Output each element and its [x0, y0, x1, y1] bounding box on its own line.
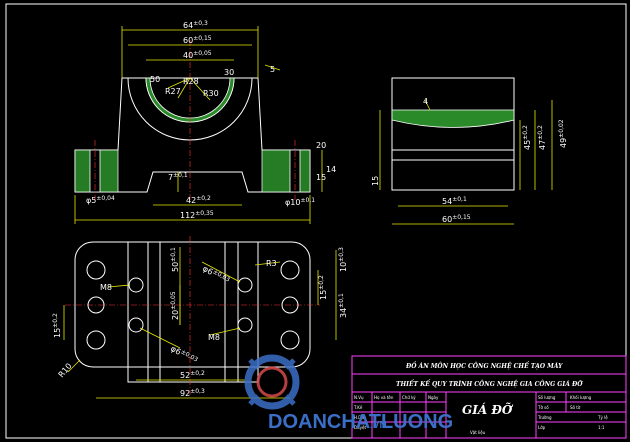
tb-ty-le-val: 1:1 [598, 425, 605, 430]
hole-ml [87, 296, 105, 314]
dim-text-52: 52±0,2 [180, 370, 205, 380]
tb-r-duyet: Duyệt [354, 425, 366, 430]
dim-text-40: 40±0,05 [183, 50, 212, 60]
dim-text-r30: R30 [203, 89, 219, 98]
tb-part-name: GIÁ ĐỠ [462, 402, 514, 417]
dim-text-47: 47±0,2 [537, 125, 547, 150]
dim-text-64: 64±0,3 [183, 20, 208, 30]
leader-phi6-bottom [139, 327, 181, 349]
dim-text-phi10: φ10±0,1 [285, 197, 315, 207]
leader-r3 [254, 261, 281, 266]
side-view: 4 15 45±0,2 47±0,2 49±0,02 54±0,1 60±0,1… [371, 77, 568, 225]
dim-text-side-15: 15 [371, 176, 380, 186]
watermark-suffix: .VN [370, 420, 387, 431]
dim-text-14: 14 [326, 165, 336, 174]
hole-m8-top [128, 277, 144, 293]
top-view: M8 M8 50±0,1 20±0,05 φ6±0,03 φ6±0,03 R3 … [52, 236, 348, 399]
sheet-border [5, 3, 627, 439]
dim-text-4: 4 [423, 97, 428, 106]
dim-text-42: 42±0,2 [186, 195, 211, 205]
dim-text-112: 112±0,35 [180, 210, 214, 220]
leader-r10 [67, 359, 81, 373]
dim-text-m8-bottom: M8 [208, 333, 220, 342]
top-view-center-block [127, 241, 259, 383]
dim-text-top-15: 15±0,2 [318, 275, 328, 300]
dim-text-15-left: 15±0,2 [52, 313, 62, 338]
front-view-right-foot-hatch [261, 149, 311, 193]
dim-text-side-60: 60±0,15 [442, 214, 471, 224]
tb-h-chu-ky: Chữ ký [402, 395, 416, 400]
watermark-text: DOANCHATLUONG [268, 411, 454, 433]
front-view-bushing-hatch [145, 77, 235, 123]
leader-m8-bottom [209, 327, 241, 336]
hole-br [280, 330, 300, 350]
tb-lop: Lớp [538, 425, 546, 430]
dim-text-phi6-bottom: φ6±0,03 [169, 343, 199, 366]
dim-text-92: 92±0,3 [180, 388, 205, 398]
hole-tl [86, 260, 106, 280]
title-block: ĐỒ ÁN MÔN HỌC CÔNG NGHỆ CHẾ TẠO MÁY THIẾ… [351, 355, 627, 439]
dim-text-r10: R10 [57, 361, 74, 379]
dim-text-phi5: φ5±0,04 [86, 195, 115, 205]
tb-ty-le: Tỷ lệ [597, 415, 608, 420]
hole-bl [86, 330, 106, 350]
dim-text-15: 15 [316, 173, 326, 182]
dim-text-20: 20±0,05 [170, 291, 180, 320]
hole-phi6-top [237, 277, 253, 293]
front-view: 64±0,3 60±0,15 40±0,05 50 30 5 R27 R28 R… [74, 20, 336, 224]
side-view-outline [391, 77, 515, 191]
title-block-frame [351, 355, 627, 439]
dim-text-a30: 30 [224, 68, 234, 77]
dim-text-a5: 5 [270, 65, 275, 74]
tb-vat-lieu: Vật liệu [470, 430, 486, 435]
tb-truong: Trường [537, 415, 552, 420]
dim-text-50: 50±0,1 [170, 247, 180, 272]
tb-line1-text: ĐỒ ÁN MÔN HỌC CÔNG NGHỆ CHẾ TẠO MÁY [405, 362, 563, 370]
dim-text-20: 20 [316, 141, 326, 150]
tb-h-ngay: Ngày [428, 395, 439, 400]
dim-text-54: 54±0,1 [442, 196, 467, 206]
leader-r30 [189, 77, 211, 101]
dim-text-45: 45±0,2 [522, 125, 532, 150]
dim-text-m8-top: M8 [100, 283, 112, 292]
dim-text-34: 34±0,1 [338, 293, 348, 318]
hole-tr [280, 260, 300, 280]
tb-so-luong: Số lượng [538, 395, 556, 400]
tb-line2-text: THIẾT KẾ QUY TRÌNH CÔNG NGHỆ GIA CÔNG GI… [396, 380, 583, 388]
dim-text-r27: R27 [165, 87, 181, 96]
dim-text-phi6-top: φ6±0,03 [201, 263, 231, 286]
tb-to-so: Tờ số [537, 405, 549, 410]
tb-r-tke: T.Kế [353, 405, 363, 410]
leader-m8-top [107, 284, 131, 288]
side-view-bushing-hatch [391, 109, 515, 128]
tb-khoi-luong: Khối lượng [570, 395, 592, 400]
leader-4 [424, 99, 431, 111]
tb-so-to: Số tờ [570, 405, 581, 410]
dim-text-r28: R28 [183, 77, 199, 86]
leader-r27 [167, 77, 191, 89]
dim-text-10: 10±0,3 [338, 247, 348, 272]
watermark-logo-icon [244, 354, 300, 410]
hole-mr [281, 296, 299, 314]
leader-r28 [177, 77, 191, 99]
tb-h-nhiem-vu: N.Vụ [354, 395, 364, 400]
leader-phi6-top [201, 261, 241, 283]
tb-r-hdan: H.Dẫn [354, 415, 367, 420]
dim-text-60: 60±0,15 [183, 35, 212, 45]
hole-m8-bottom [128, 317, 144, 333]
hole-phi6-bottom [237, 317, 253, 333]
tb-h-ho-ten: Họ và tên [374, 395, 394, 400]
dim-text-a50: 50 [150, 75, 160, 84]
dim-text-7: 7±0,1 [168, 172, 188, 182]
dim-text-49: 49±0,02 [558, 119, 568, 148]
leader-5 [264, 64, 281, 71]
dim-text-r3: R3 [266, 259, 277, 268]
